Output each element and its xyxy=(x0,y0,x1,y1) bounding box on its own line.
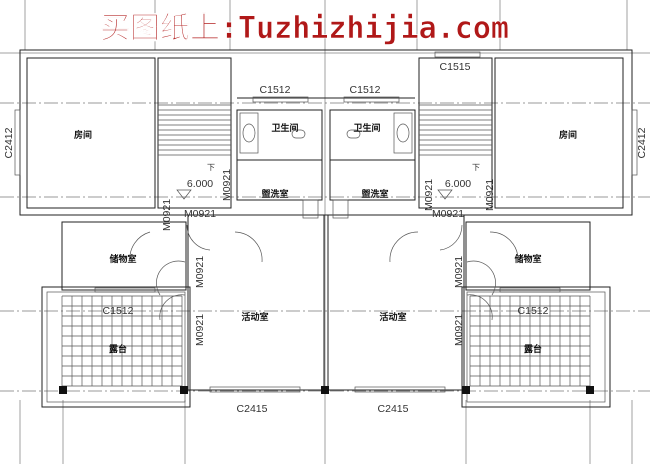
elevation-mark: 6.000 xyxy=(445,178,471,190)
window-code: C1512 xyxy=(260,84,291,96)
room-label-terrace-right: 露台 xyxy=(524,343,542,355)
window-code: C1512 xyxy=(518,305,549,317)
door-code: M0921 xyxy=(194,256,206,288)
stair-left xyxy=(158,104,231,156)
room-label-activity-left: 活动室 xyxy=(241,311,268,323)
terrace-tiles-left xyxy=(61,295,183,387)
door-code: M0921 xyxy=(161,199,173,231)
door-code: M0921 xyxy=(432,208,464,220)
window-code: C2412 xyxy=(3,127,15,158)
windows xyxy=(14,51,638,393)
door-code: M0921 xyxy=(221,169,233,201)
room-label-terrace-left: 露台 xyxy=(109,343,127,355)
room-label-storage-left: 储物室 xyxy=(109,253,136,265)
window-code: C1512 xyxy=(103,305,134,317)
window-code: C1512 xyxy=(350,84,381,96)
window-code: C2415 xyxy=(378,403,409,415)
stair-right xyxy=(419,104,492,156)
room-label-activity-right: 活动室 xyxy=(379,311,406,323)
door-code: M0921 xyxy=(184,208,216,220)
door-code: M0921 xyxy=(484,179,496,211)
room-label-bedroom-right: 房间 xyxy=(559,129,577,141)
columns xyxy=(59,386,594,394)
room-label-washroom-right: 盥洗室 xyxy=(361,188,388,200)
door-code: M0921 xyxy=(423,179,435,211)
fixtures xyxy=(239,112,413,219)
elevation-triangle-icon xyxy=(176,189,192,200)
stair-down-label: 下 xyxy=(472,163,480,172)
room-label-washroom-left: 盥洗室 xyxy=(261,188,288,200)
room-label-bathroom-left: 卫生间 xyxy=(271,122,298,134)
door-code: M0921 xyxy=(453,314,465,346)
window-code: C2415 xyxy=(237,403,268,415)
room-label-bedroom-left: 房间 xyxy=(74,129,92,141)
door-swings xyxy=(129,224,519,321)
door-code: M0921 xyxy=(453,256,465,288)
window-code: C2412 xyxy=(636,127,648,158)
stair-down-label: 下 xyxy=(207,163,215,172)
terrace-tiles-right xyxy=(469,295,591,387)
watermark: 买图纸上:Tuzhizhijia.com xyxy=(100,11,509,46)
window-code: C1515 xyxy=(440,61,471,73)
room-label-storage-right: 储物室 xyxy=(514,253,541,265)
room-label-bathroom-right: 卫生间 xyxy=(353,122,380,134)
door-code: M0921 xyxy=(194,314,206,346)
elevation-triangle-icon xyxy=(437,189,453,200)
elevation-mark: 6.000 xyxy=(187,178,213,190)
